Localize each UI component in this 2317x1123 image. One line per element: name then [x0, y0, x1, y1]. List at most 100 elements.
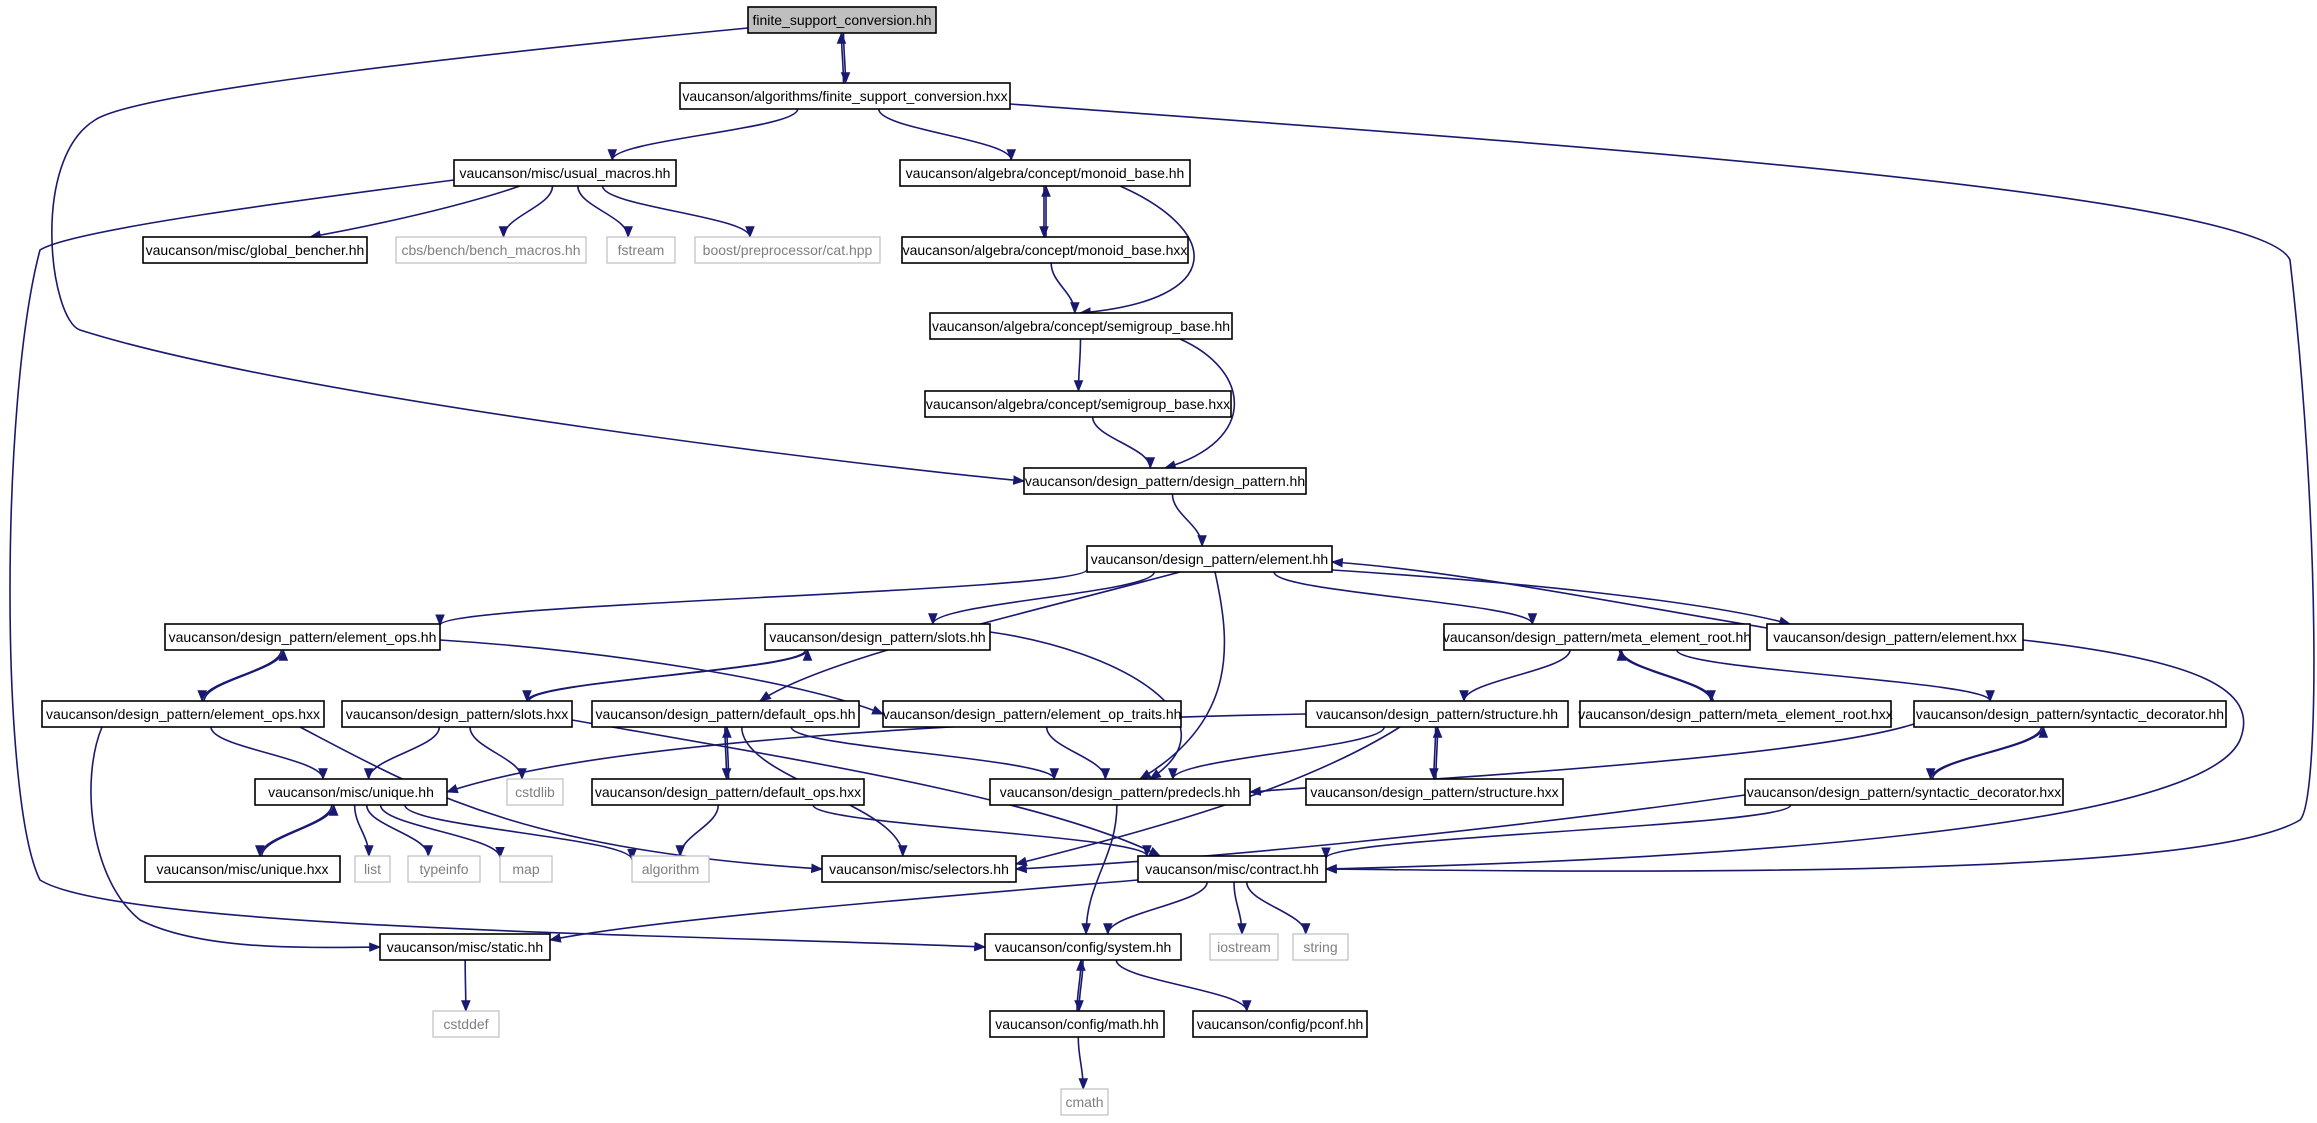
node-design-pattern[interactable]: vaucanson/design_pattern/design_pattern.… — [1023, 467, 1307, 495]
node-meta-root-hh[interactable]: vaucanson/design_pattern/meta_element_ro… — [1443, 623, 1751, 651]
node-semigroup-hxx[interactable]: vaucanson/algebra/concept/semigroup_base… — [924, 390, 1232, 418]
node-label: vaucanson/design_pattern/element.hxx — [1773, 629, 2017, 645]
node-label: vaucanson/design_pattern/structure.hxx — [1310, 784, 1558, 800]
node-box — [1744, 778, 2064, 806]
node-box — [41, 700, 325, 728]
node-usual-macros[interactable]: vaucanson/misc/usual_macros.hh — [453, 159, 677, 187]
node-meta-root-hxx[interactable]: vaucanson/design_pattern/meta_element_ro… — [1578, 700, 1893, 728]
node-box — [164, 623, 441, 651]
node-label: vaucanson/misc/usual_macros.hh — [460, 165, 671, 181]
edge-default-ops-hxx-to-contract — [812, 804, 1152, 858]
edge-contract-to-string — [1245, 881, 1311, 936]
node-label: cstddef — [443, 1016, 488, 1032]
edge-structure-hh-to-selectors — [1014, 726, 1401, 866]
node-contract[interactable]: vaucanson/misc/contract.hh — [1137, 855, 1327, 883]
edge-math-to-cmath — [1077, 1036, 1089, 1091]
node-monoid-hh[interactable]: vaucanson/algebra/concept/monoid_base.hh — [899, 159, 1191, 187]
node-default-ops-hxx[interactable]: vaucanson/design_pattern/default_ops.hxx — [591, 778, 865, 806]
node-root[interactable]: finite_support_conversion.hh — [747, 6, 937, 34]
node-box — [694, 236, 881, 264]
node-label: vaucanson/design_pattern/predecls.hh — [1000, 784, 1241, 800]
node-box — [764, 623, 991, 651]
node-slots-hh[interactable]: vaucanson/design_pattern/slots.hh — [764, 623, 991, 651]
node-box — [1292, 933, 1349, 961]
node-system[interactable]: vaucanson/config/system.hh — [984, 933, 1182, 961]
edge-element-hxx-to-contract — [1324, 639, 2245, 874]
node-monoid-hxx[interactable]: vaucanson/algebra/concept/monoid_base.hx… — [901, 236, 1189, 264]
edge-meta-root-hxx-to-meta-root-hh — [1616, 648, 1714, 702]
node-label: vaucanson/design_pattern/syntactic_decor… — [1916, 706, 2224, 722]
node-label: vaucanson/config/system.hh — [995, 939, 1172, 955]
node-label: vaucanson/design_pattern/meta_element_ro… — [1443, 629, 1751, 645]
edge-element-hh-to-slots-hh — [928, 571, 1155, 626]
node-element-ops-hxx[interactable]: vaucanson/design_pattern/element_ops.hxx — [41, 700, 325, 728]
node-label: vaucanson/algebra/concept/semigroup_base… — [926, 396, 1230, 412]
node-box — [924, 390, 1232, 418]
edge-usual-macros-to-bench-macros — [498, 185, 554, 239]
node-label: vaucanson/config/pconf.hh — [1197, 1016, 1364, 1032]
node-box — [899, 159, 1191, 187]
edge-unique-hh-to-algorithm — [404, 804, 637, 861]
edge-contract-to-iostream — [1233, 881, 1247, 936]
node-element-hh[interactable]: vaucanson/design_pattern/element.hh — [1086, 545, 1333, 573]
edge-element-hh-to-element-hxx — [1299, 567, 1792, 626]
node-label: vaucanson/design_pattern/element.hh — [1091, 551, 1328, 567]
edge-slots-hxx-to-contract — [571, 719, 1162, 857]
node-box — [1443, 623, 1751, 651]
node-element-ops-hh[interactable]: vaucanson/design_pattern/element_ops.hh — [164, 623, 441, 651]
node-default-ops-hh[interactable]: vaucanson/design_pattern/default_ops.hh — [591, 700, 860, 728]
node-unique-hh[interactable]: vaucanson/misc/unique.hh — [254, 778, 448, 806]
edge-usual-macros-to-fstream — [577, 185, 633, 239]
edge-syntactic-hxx-to-contract — [1321, 804, 1792, 860]
edge-meta-root-hh-to-syntactic-hh — [1676, 649, 1995, 703]
node-element-hxx[interactable]: vaucanson/design_pattern/element.hxx — [1766, 623, 2024, 651]
node-semigroup-hh[interactable]: vaucanson/algebra/concept/semigroup_base… — [929, 312, 1233, 340]
node-box — [1137, 855, 1327, 883]
edge-usual-macros-to-boost-cat — [601, 185, 755, 239]
node-label: vaucanson/algorithms/finite_support_conv… — [682, 88, 1007, 104]
edge-slots-hxx-to-unique-hh — [363, 726, 441, 781]
node-unique-hxx[interactable]: vaucanson/misc/unique.hxx — [144, 855, 341, 883]
node-pconf[interactable]: vaucanson/config/pconf.hh — [1192, 1010, 1368, 1038]
node-structure-hxx[interactable]: vaucanson/design_pattern/structure.hxx — [1305, 778, 1564, 806]
node-box — [882, 700, 1182, 728]
edge-fsc-hxx-to-monoid-hh — [877, 108, 1016, 162]
node-box — [1086, 545, 1333, 573]
edge-element-hh-to-meta-root-hh — [1273, 571, 1538, 626]
node-typeinfo: typeinfo — [407, 855, 481, 883]
node-syntactic-hxx[interactable]: vaucanson/design_pattern/syntactic_decor… — [1744, 778, 2064, 806]
node-selectors[interactable]: vaucanson/misc/selectors.hh — [821, 855, 1017, 883]
node-slots-hxx[interactable]: vaucanson/design_pattern/slots.hxx — [341, 700, 573, 728]
node-box — [506, 778, 564, 806]
node-label: vaucanson/design_pattern/element_ops.hxx — [46, 706, 320, 722]
node-box — [142, 236, 368, 264]
node-boost-cat: boost/preprocessor/cat.hpp — [694, 236, 881, 264]
node-element-op-traits[interactable]: vaucanson/design_pattern/element_op_trai… — [882, 700, 1182, 728]
node-label: vaucanson/design_pattern/slots.hxx — [346, 706, 569, 722]
node-label: vaucanson/design_pattern/element_ops.hh — [169, 629, 437, 645]
node-box — [679, 82, 1011, 110]
edge-element-op-traits-to-predecls — [1045, 726, 1111, 781]
node-map: map — [499, 855, 553, 883]
node-box — [432, 1010, 500, 1038]
node-predecls[interactable]: vaucanson/design_pattern/predecls.hh — [989, 778, 1251, 806]
node-label: finite_support_conversion.hh — [752, 12, 931, 28]
node-label: vaucanson/misc/unique.hxx — [157, 861, 329, 877]
edge-element-hxx-to-element-hh — [1330, 557, 1768, 629]
node-box — [1579, 700, 1892, 728]
edge-element-ops-hxx-to-static — [90, 726, 382, 952]
node-label: fstream — [618, 242, 665, 258]
node-static[interactable]: vaucanson/misc/static.hh — [379, 933, 551, 961]
node-box — [989, 1010, 1165, 1038]
node-structure-hh[interactable]: vaucanson/design_pattern/structure.hh — [1305, 700, 1569, 728]
node-label: vaucanson/design_pattern/element_op_trai… — [883, 706, 1182, 722]
edge-fsc-hxx-to-root — [836, 31, 847, 84]
node-fsc-hxx[interactable]: vaucanson/algorithms/finite_support_conv… — [679, 82, 1011, 110]
node-label: vaucanson/design_pattern/design_pattern.… — [1025, 473, 1305, 489]
node-math[interactable]: vaucanson/config/math.hh — [989, 1010, 1165, 1038]
node-box — [395, 236, 587, 264]
node-syntactic-hh[interactable]: vaucanson/design_pattern/syntactic_decor… — [1913, 700, 2227, 728]
node-box — [591, 778, 865, 806]
node-global-bencher[interactable]: vaucanson/misc/global_bencher.hh — [142, 236, 368, 264]
